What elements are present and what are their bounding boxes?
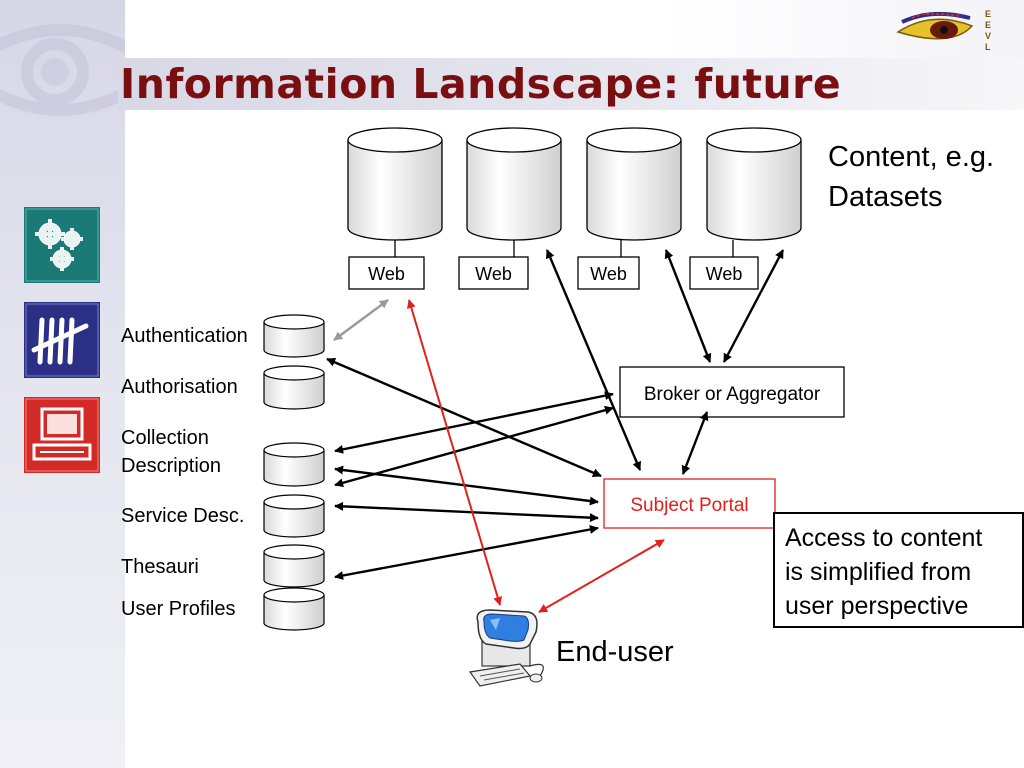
title-bar: [118, 58, 1024, 110]
note-line-1: Access to content: [785, 524, 982, 552]
service-store-authorisation: [263, 365, 325, 410]
content-store-1: Web: [347, 127, 443, 290]
content-caption-line-2: Datasets: [828, 181, 942, 213]
top-band: [125, 0, 1024, 60]
arrow-thesauri-portal: [334, 525, 599, 580]
logo-letter-2: E: [985, 20, 991, 30]
logo-letter-3: V: [985, 31, 991, 41]
content-store-2: Web: [458, 127, 562, 290]
arrow-portal-enduser: [538, 539, 665, 613]
sidebar: [0, 0, 125, 768]
end-user-computer-icon: [468, 609, 544, 687]
tally-marks-icon: [24, 302, 100, 378]
logo-letter-1: E: [985, 9, 991, 19]
service-label-service-desc: Service Desc.: [121, 505, 244, 527]
arrow-web4-broker: [722, 249, 785, 363]
service-label-thesauri: Thesauri: [121, 556, 199, 578]
arrow-authentication-web: [333, 299, 389, 341]
service-label-authentication: Authentication: [121, 325, 248, 347]
gears-icon: [24, 207, 100, 283]
eevl-logo: E E V L: [896, 9, 991, 52]
service-label-user-profiles: User Profiles: [121, 598, 235, 620]
arrow-broker-portal: [681, 411, 709, 475]
arrow-collection-portal: [334, 465, 599, 506]
note-line-3: user perspective: [785, 592, 968, 620]
service-store-collection-description: [263, 442, 325, 487]
service-store-service-desc: [263, 494, 325, 538]
service-store-authentication: [263, 314, 325, 358]
computer-terminal-icon: [24, 397, 100, 473]
broker-box: Broker or Aggregator: [619, 366, 845, 418]
subject-portal-label: Subject Portal: [630, 495, 748, 516]
end-user-label: End-user: [556, 636, 674, 668]
service-label-collection: Collection: [121, 427, 209, 449]
broker-label: Broker or Aggregator: [644, 384, 821, 405]
page-title: Information Landscape: future: [120, 60, 842, 108]
arrow-web3-broker: [664, 249, 712, 363]
service-label-authorisation: Authorisation: [121, 376, 238, 398]
subject-portal-box: Subject Portal: [603, 478, 776, 529]
service-store-thesauri: [263, 544, 325, 588]
web-label-2: Web: [475, 264, 512, 284]
arrow-authentication-portal: [326, 357, 602, 478]
content-store-3: Web: [577, 127, 682, 290]
web-label-1: Web: [368, 264, 405, 284]
content-store-4: Web: [689, 127, 802, 290]
arrow-web1-enduser: [407, 299, 502, 606]
note-box: Access to content is simplified from use…: [773, 512, 1024, 628]
content-caption-line-1: Content, e.g.: [828, 141, 994, 173]
service-store-user-profiles: [263, 587, 325, 631]
note-line-2: is simplified from: [785, 558, 971, 586]
arrow-collection-broker: [334, 391, 614, 454]
web-label-3: Web: [590, 264, 627, 284]
arrow-servicedesc-portal: [334, 501, 599, 523]
web-label-4: Web: [706, 264, 743, 284]
service-label-description: Description: [121, 455, 221, 477]
logo-letter-4: L: [985, 42, 991, 52]
sidebar-eye-watermark: [0, 24, 125, 116]
